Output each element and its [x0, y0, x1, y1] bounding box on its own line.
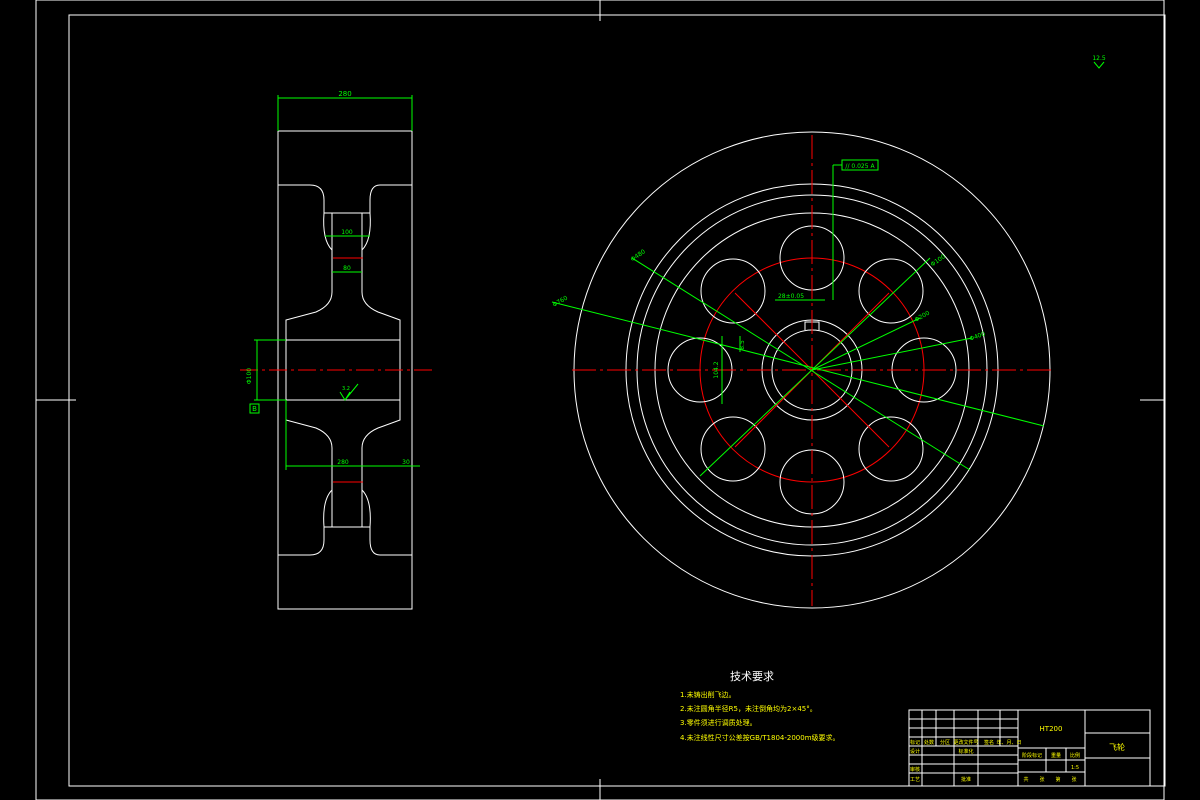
- svg-text:年、月、日: 年、月、日: [996, 739, 1021, 746]
- surface-finish-bore: 3.2: [342, 386, 350, 392]
- dim-hub: Φ200: [913, 310, 931, 324]
- svg-text:张: 张: [1039, 776, 1044, 783]
- svg-text:批准: 批准: [961, 776, 971, 783]
- tech-title: 技术要求: [730, 670, 774, 683]
- front-view: // 0.025 A Φ760 Φ480 Φ100 Φ200 Φ400 28±0…: [551, 131, 1052, 609]
- dim-web-slot: 100: [341, 229, 353, 236]
- dim-outer: Φ760: [551, 295, 569, 309]
- svg-text:重量: 重量: [1051, 752, 1061, 759]
- tech-item-1: 1.未铸出削飞边。: [680, 690, 736, 699]
- dim-mid: Φ400: [969, 330, 987, 342]
- tech-item-3: 3.零件须进行调质处理。: [680, 718, 757, 727]
- dim-bore-gap: 280: [337, 459, 349, 466]
- tech-item-2: 2.未注圆角半径R5，未注倒角均为2×45°。: [680, 704, 817, 713]
- roughness-note: 12.5: [1092, 55, 1106, 69]
- datum-b: B: [252, 405, 257, 413]
- part-name: 飞轮: [1109, 742, 1125, 752]
- tech-item-4: 4.未注线性尺寸公差按GB/T1804-2000m级要求。: [680, 733, 840, 742]
- svg-text:标记: 标记: [910, 739, 920, 746]
- svg-text:比例: 比例: [1070, 752, 1080, 759]
- dim-bore-dia: Φ100: [246, 368, 253, 384]
- svg-text:张: 张: [1071, 776, 1076, 783]
- dim-bolt-circle: Φ480: [630, 248, 647, 263]
- rim-section-bottom: [277, 526, 413, 610]
- svg-text:签名: 签名: [984, 739, 994, 746]
- dim-bore-height: 104.2: [713, 361, 720, 378]
- svg-text:第: 第: [1055, 776, 1060, 783]
- svg-text:设计: 设计: [910, 748, 920, 755]
- dim-keyway-depth: 8.5: [739, 340, 746, 350]
- svg-text:更改文件号: 更改文件号: [953, 739, 978, 746]
- rim-section-top: [277, 130, 413, 214]
- svg-text:标准化: 标准化: [958, 748, 973, 755]
- dim-keyway-width: 28±0.05: [778, 293, 804, 300]
- svg-text:工艺: 工艺: [910, 777, 920, 783]
- title-block: HT200 飞轮 标记 处数 分区 更改文件号 签名 年、月、日 设计 标准化 …: [908, 709, 1151, 787]
- svg-text:12.5: 12.5: [1092, 55, 1106, 62]
- material: HT200: [1040, 725, 1063, 733]
- svg-text:1:5: 1:5: [1071, 765, 1079, 771]
- side-section-view: 280 100 80 280 30 Φ100 B 3.2: [240, 90, 432, 610]
- dim-chamfer: 30: [402, 459, 410, 466]
- sheet-frame: [35, 0, 1166, 800]
- svg-text:分区: 分区: [940, 739, 950, 746]
- dim-overall-width: 280: [338, 90, 351, 98]
- tech-requirements: 技术要求 1.未铸出削飞边。 2.未注圆角半径R5，未注倒角均为2×45°。 3…: [680, 670, 840, 742]
- svg-text:共: 共: [1023, 776, 1028, 783]
- dim-web: 80: [343, 265, 351, 272]
- svg-text:审核: 审核: [910, 766, 920, 773]
- svg-text:处数: 处数: [924, 739, 934, 746]
- tolerance-frame: // 0.025 A: [845, 163, 875, 170]
- svg-text:阶段标记: 阶段标记: [1022, 752, 1042, 759]
